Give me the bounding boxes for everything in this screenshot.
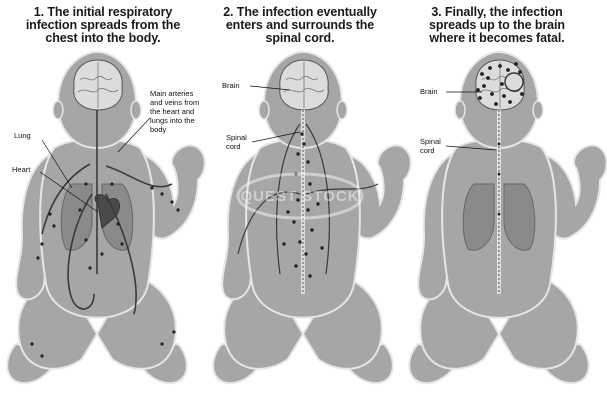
title-line: chest into the body. [8, 32, 198, 45]
label-arteries-line: body [150, 125, 167, 134]
label-spinal-cord-2: Spinal cord [226, 133, 249, 151]
watermark-text: QUEST STOCK [240, 188, 359, 205]
label-heart: Heart [12, 165, 31, 174]
title-line: spinal cord. [205, 32, 395, 45]
label-brain-3: Brain [420, 87, 438, 96]
label-spinal-cord-3: Spinal cord [420, 137, 443, 155]
label-brain-2: Brain [222, 81, 240, 90]
label-spinal-cord-line: cord [420, 146, 435, 155]
label-arteries-line: the heart and [150, 107, 194, 116]
label-arteries-line: and veins from [150, 98, 199, 107]
title-line: where it becomes fatal. [402, 32, 592, 45]
label-lung: Lung [14, 131, 31, 140]
label-arteries-line: lungs into the [150, 116, 195, 125]
brain-lesion [505, 73, 523, 91]
panel-1-title: 1. The initial respiratory infection spr… [8, 6, 198, 45]
panel-3-title: 3. Finally, the infection spreads up to … [402, 6, 592, 45]
label-spinal-cord-line: cord [226, 142, 241, 151]
panel-3-figure [409, 52, 607, 383]
label-spinal-cord-line: Spinal [420, 137, 441, 146]
panel-2-title: 2. The infection eventually enters and s… [205, 6, 395, 45]
label-spinal-cord-line: Spinal [226, 133, 247, 142]
label-arteries: Main arteries and veins from the heart a… [150, 89, 201, 134]
label-arteries-line: Main arteries [150, 89, 194, 98]
